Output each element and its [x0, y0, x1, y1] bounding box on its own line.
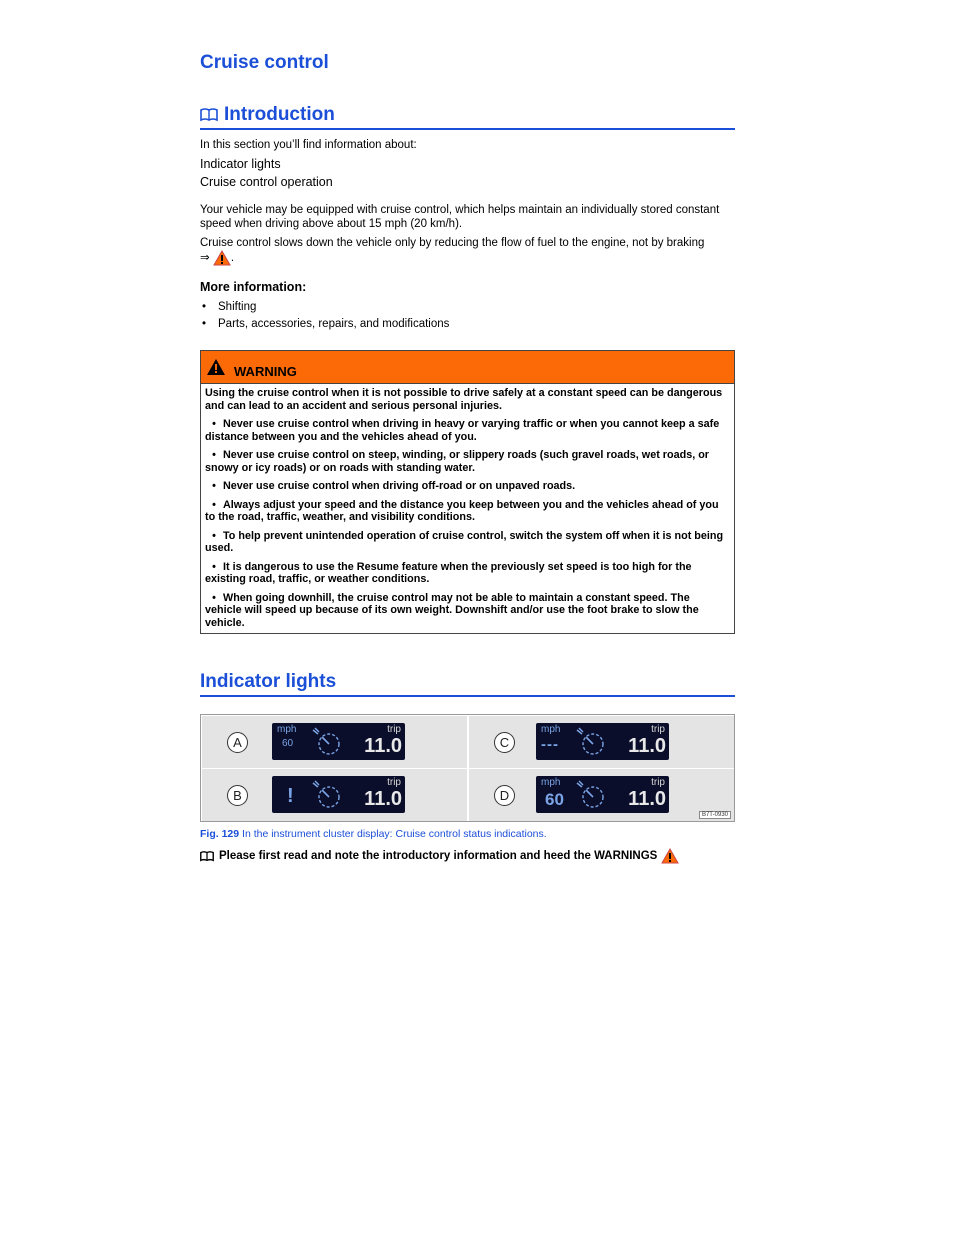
more-info-heading: More information: — [200, 280, 307, 294]
figure-number: Fig. 129 — [200, 828, 240, 840]
intro-paragraph: Your vehicle may be equipped with cruise… — [200, 204, 720, 230]
trip-label: trip — [387, 724, 401, 735]
speedometer-icon — [576, 780, 604, 808]
intro-heading-text: Introduction — [224, 104, 335, 125]
warning-item: •It is dangerous to use the Resume featu… — [205, 560, 692, 586]
speedometer-icon — [576, 727, 604, 755]
warning-item: •Never use cruise control when driving i… — [205, 418, 720, 443]
warning-title: WARNING — [234, 363, 297, 379]
speedometer-icon — [312, 727, 340, 755]
warning-item: •To help prevent unintended operation of… — [205, 529, 724, 555]
list-item[interactable]: Shifting — [200, 299, 449, 316]
topic-link[interactable]: Indicator lights — [200, 157, 281, 171]
warning-body: Using the cruise control when it is not … — [201, 384, 734, 629]
warning-item: •Never use cruise control when driving o… — [212, 480, 576, 492]
figure-caption-text: In the instrument cluster display: Cruis… — [242, 828, 547, 840]
figure-caption: Fig. 129 In the instrument cluster displ… — [200, 828, 547, 840]
warning-box: WARNING Using the cruise control when it… — [200, 350, 735, 634]
reference-arrow: ⇒ — [200, 252, 210, 264]
figure-panel: C mph --- trip 11.0 — [469, 716, 734, 768]
list-item[interactable]: Parts, accessories, repairs, and modific… — [200, 316, 449, 333]
trip-value: 11.0 — [364, 735, 402, 757]
trip-value: 11.0 — [364, 788, 402, 810]
speedometer-icon — [312, 780, 340, 808]
panel-label: C — [494, 732, 515, 753]
page-title: Cruise control — [200, 52, 329, 73]
trip-value: 11.0 — [628, 735, 666, 757]
warning-item: •Never use cruise control on steep, wind… — [205, 449, 709, 474]
intro-lead: In this section you’ll find information … — [200, 139, 417, 151]
book-icon — [200, 108, 218, 122]
cluster-display: mph 60 trip 11.0 — [272, 723, 405, 760]
more-info-list: Shifting Parts, accessories, repairs, an… — [200, 299, 449, 333]
panel-label: A — [227, 732, 248, 753]
warning-triangle-icon[interactable] — [212, 250, 231, 266]
figure-code: B7T-0930 — [698, 811, 731, 819]
warning-header: WARNING — [201, 351, 734, 384]
panel-label: B — [227, 785, 248, 806]
warning-triangle-icon — [207, 359, 225, 375]
read-first-note: Please first read and note the introduct… — [200, 848, 680, 864]
unit-label: mph — [541, 777, 561, 788]
panel-label: D — [494, 785, 515, 806]
set-speed: 60 — [282, 738, 294, 749]
warning-lead: Using the cruise control when it is not … — [205, 387, 723, 412]
figure-panel: B ! trip 11.0 — [202, 769, 467, 821]
note-text: Please first read and note the introduct… — [219, 850, 658, 862]
braking-text: Cruise control slows down the vehicle on… — [200, 237, 705, 249]
unit-label: mph — [277, 724, 297, 735]
set-speed: 60 — [545, 790, 564, 809]
trip-value: 11.0 — [628, 788, 666, 810]
period: . — [230, 252, 235, 264]
cluster-display: mph --- trip 11.0 — [536, 723, 669, 760]
warning-item: •When going downhill, the cruise control… — [205, 591, 699, 629]
trip-label: trip — [387, 777, 401, 788]
set-speed: --- — [541, 736, 559, 753]
braking-paragraph: Cruise control slows down the vehicle on… — [200, 236, 735, 266]
set-speed: ! — [287, 785, 294, 807]
figure-cruise-indicators: A mph 60 trip 11.0 C mph --- — [200, 714, 735, 822]
cluster-display: mph 60 trip 11.0 — [536, 776, 669, 813]
figure-panel: D mph 60 trip 11.0 — [469, 769, 734, 821]
trip-label: trip — [651, 724, 665, 735]
intro-heading: Introduction — [200, 104, 735, 130]
trip-label: trip — [651, 777, 665, 788]
figure-panel: A mph 60 trip 11.0 — [202, 716, 467, 768]
cluster-display: ! trip 11.0 — [272, 776, 405, 813]
warning-item: •Always adjust your speed and the distan… — [205, 498, 719, 524]
topic-link[interactable]: Cruise control operation — [200, 175, 333, 189]
book-icon — [200, 850, 214, 862]
warning-triangle-icon[interactable] — [661, 848, 680, 864]
indicator-heading: Indicator lights — [200, 671, 735, 697]
unit-label: mph — [541, 724, 561, 735]
